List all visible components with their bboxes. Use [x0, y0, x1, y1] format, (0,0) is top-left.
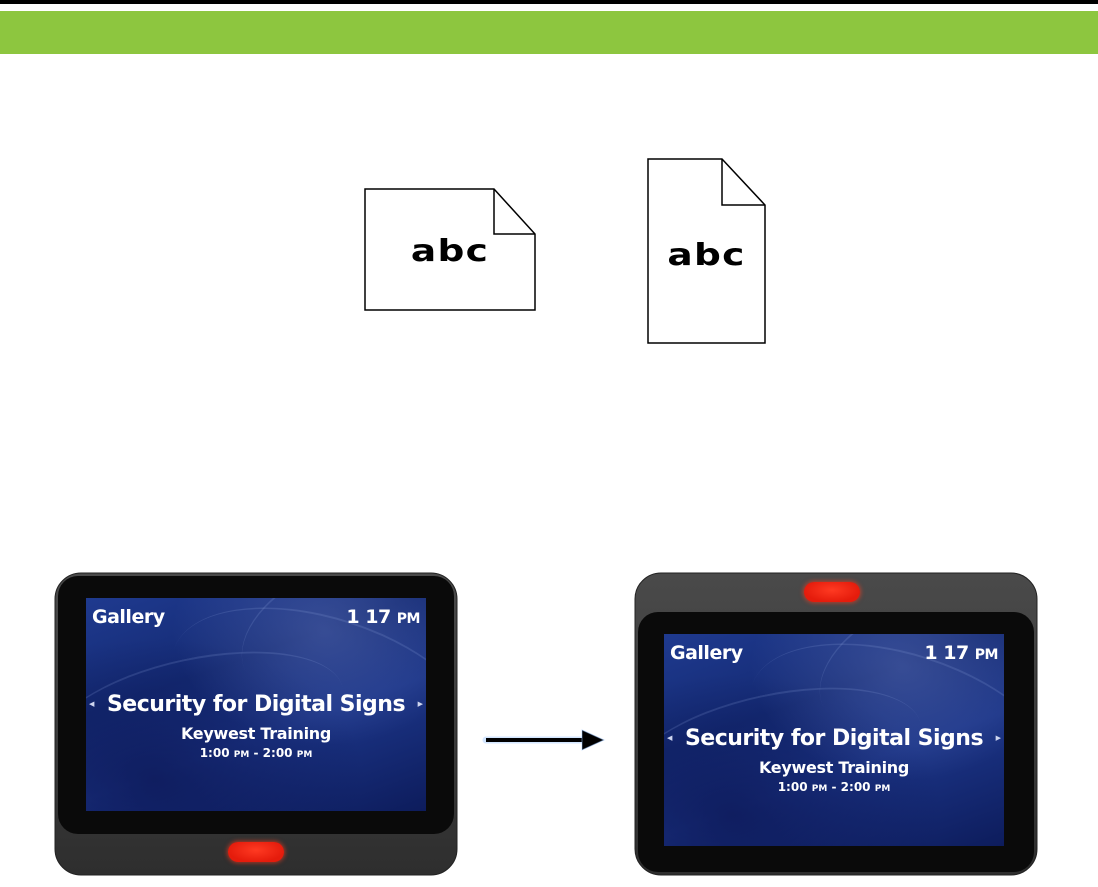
clock: 1 17 PM	[924, 642, 998, 664]
event-hours: 1:00 PM - 2:00 PM	[777, 780, 891, 794]
status-led	[228, 842, 284, 862]
header-bar	[0, 11, 1098, 54]
event-subtitle: Keywest Training	[758, 758, 910, 777]
signage-device-led-bottom: Gallery 1 17 PM ◀ ▶ Security for Digital…	[52, 570, 460, 880]
clock: 1 17 PM	[346, 606, 420, 628]
event-title: Security for Digital Signs	[106, 692, 406, 717]
right-arrow-icon[interactable]: ▶	[417, 700, 423, 708]
right-arrow-icon[interactable]: ▶	[995, 734, 1001, 742]
device-screen: Gallery 1 17 PM ◀ ▶ Security for Digital…	[86, 598, 426, 811]
event-title: Security for Digital Signs	[684, 726, 984, 751]
room-name: Gallery	[92, 606, 165, 628]
left-arrow-icon[interactable]: ◀	[667, 734, 673, 742]
event-subtitle: Keywest Training	[180, 724, 332, 743]
signage-device-led-top: Gallery 1 17 PM ◀ ▶ Security for Digital…	[632, 570, 1040, 880]
event-hours: 1:00 PM - 2:00 PM	[199, 746, 313, 760]
document-portrait-text: abc	[667, 238, 746, 273]
document-portrait-icon: abc	[647, 158, 766, 344]
status-led	[804, 582, 860, 602]
left-arrow-icon[interactable]: ◀	[89, 700, 95, 708]
document-landscape-text: abc	[410, 234, 490, 269]
document-landscape-icon: abc	[364, 188, 536, 311]
device-screen: Gallery 1 17 PM ◀ ▶ Security for Digital…	[664, 634, 1004, 846]
right-arrow-icon	[482, 728, 608, 757]
top-rule	[0, 0, 1098, 4]
room-name: Gallery	[670, 642, 743, 664]
